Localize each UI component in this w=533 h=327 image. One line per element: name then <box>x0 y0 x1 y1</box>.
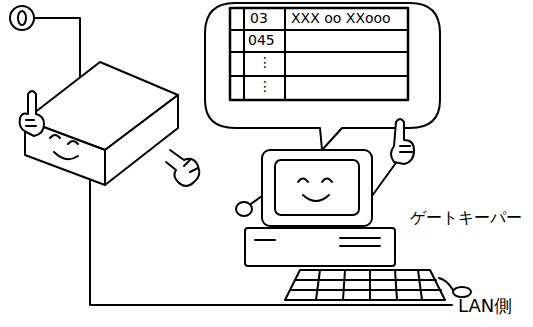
device-name: ゲートキーパー <box>410 208 522 227</box>
outlet-symbol <box>10 6 34 30</box>
router-figure <box>20 62 200 186</box>
table-cell: 03 <box>250 11 268 26</box>
table-cell: 045 <box>248 33 275 48</box>
side-label: LAN側 <box>458 296 512 316</box>
table-cell: ⋮ <box>258 55 272 70</box>
table-grid <box>230 8 408 100</box>
device-label: ゲートキーパー <box>410 208 522 227</box>
table-cell: XXX oo XXooo <box>291 11 391 26</box>
line-wire <box>34 18 80 78</box>
table-cell: ⋮ <box>258 79 272 94</box>
